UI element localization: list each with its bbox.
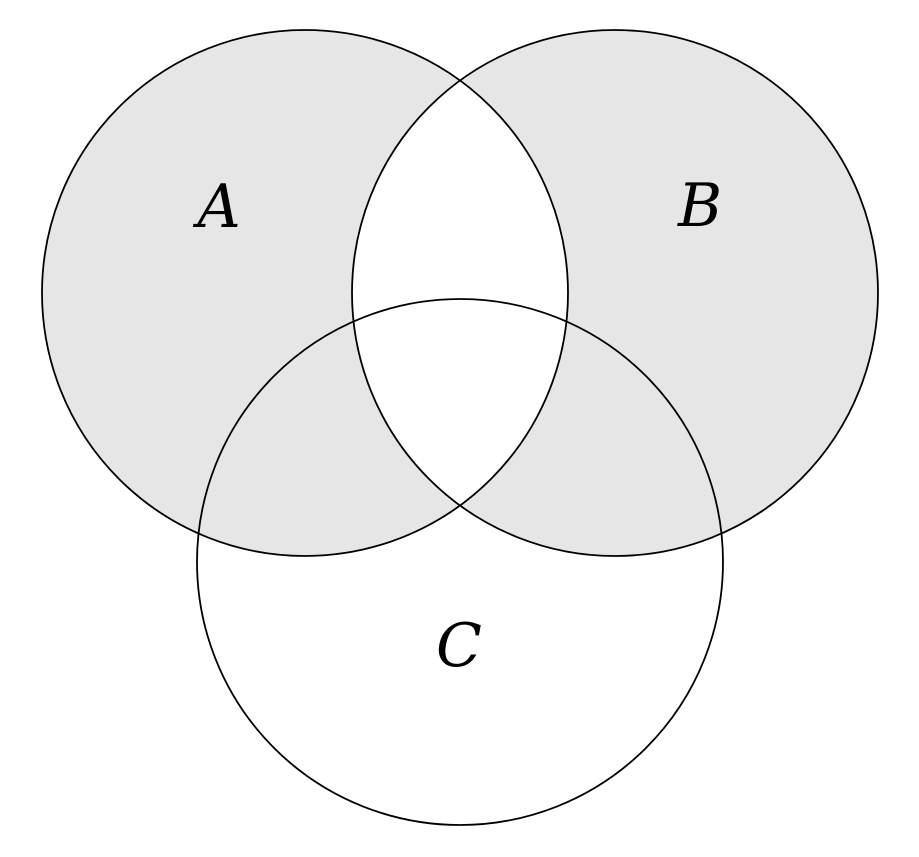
set-c-label: C [436, 611, 482, 681]
set-a-outline [41, 29, 569, 557]
set-b-outline [351, 29, 879, 557]
set-a-label: A [192, 172, 240, 242]
set-c-outline [196, 298, 724, 826]
a-intersect-b-region [352, 80, 568, 506]
set-b-label: B [677, 171, 722, 241]
